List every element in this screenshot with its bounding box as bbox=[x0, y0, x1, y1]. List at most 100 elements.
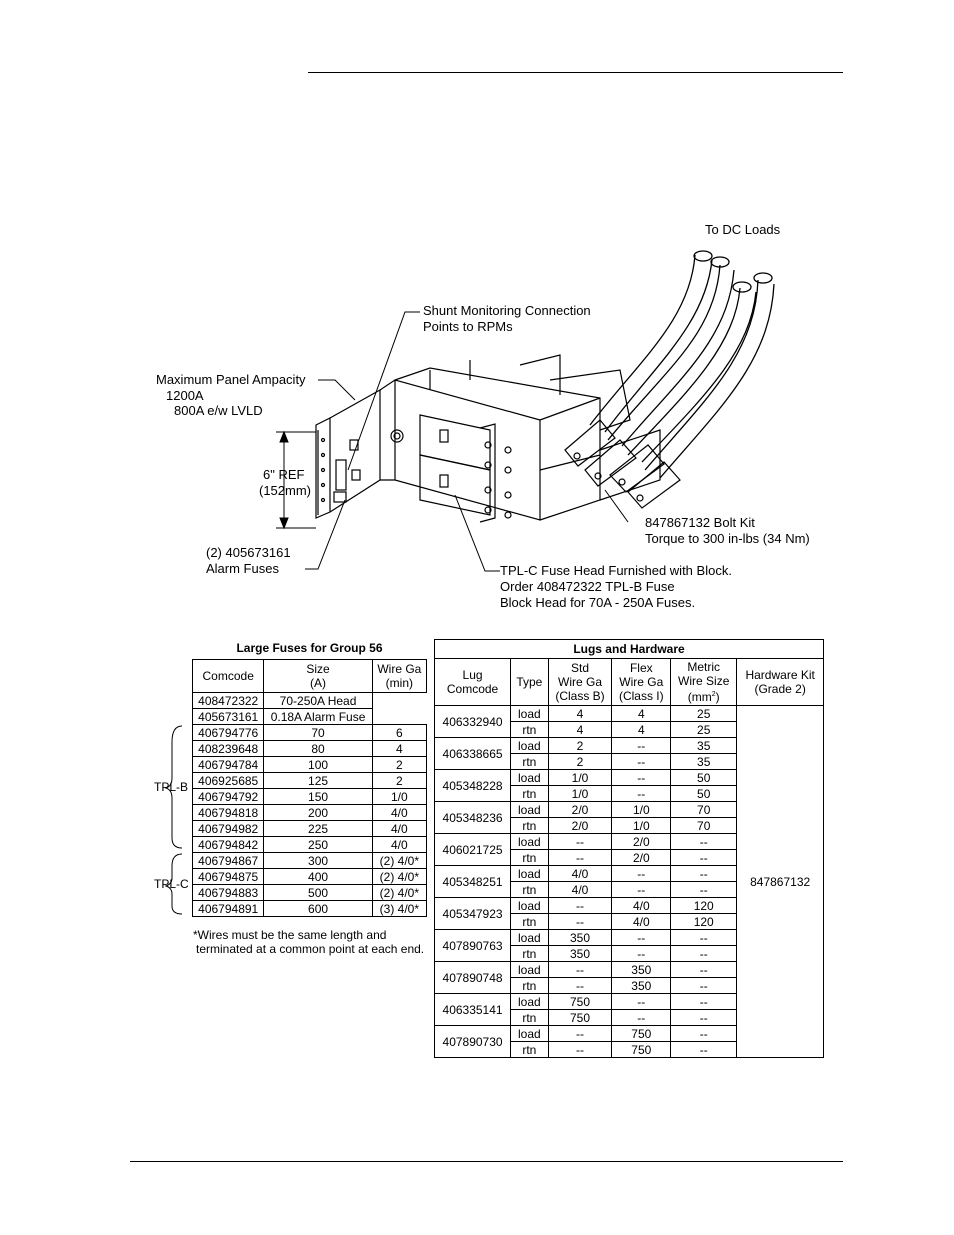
cell-comcode: 408472322 bbox=[191, 692, 265, 709]
cell-std-wire: 4 bbox=[547, 705, 613, 722]
cell-std-wire: 2 bbox=[547, 737, 613, 754]
cell-type: load bbox=[510, 769, 549, 786]
cell-std-wire: -- bbox=[547, 961, 613, 978]
shunt-label-2: Points to RPMs bbox=[423, 319, 513, 334]
tpl-b-label: TPL-B bbox=[154, 780, 189, 794]
cell-std-wire: 4 bbox=[547, 721, 613, 738]
cell-comcode: 406794842 bbox=[191, 836, 265, 853]
header-type: Type bbox=[510, 658, 549, 706]
lug-table-title: Lugs and Hardware bbox=[434, 639, 824, 659]
cell-wire-ga: 4 bbox=[371, 740, 428, 757]
max-ampacity-label-3: 800A e/w LVLD bbox=[174, 403, 263, 418]
cell-lug-comcode: 406335141 bbox=[433, 993, 512, 1026]
cell-size: 250 bbox=[263, 836, 373, 853]
cell-flex-wire: 750 bbox=[611, 1025, 672, 1042]
cell-flex-wire: -- bbox=[611, 929, 672, 946]
cell-hardware-kit: 847867132 bbox=[736, 705, 824, 1058]
cell-wire-ga: 4/0 bbox=[371, 836, 428, 853]
cell-flex-wire: -- bbox=[611, 945, 672, 962]
front-panel bbox=[315, 388, 381, 519]
footer-rule bbox=[130, 1161, 843, 1162]
cell-std-wire: 350 bbox=[547, 929, 613, 946]
cell-lug-comcode: 406332940 bbox=[433, 705, 512, 738]
cell-comcode: 408239648 bbox=[191, 740, 265, 757]
cell-metric-wire: -- bbox=[670, 1025, 738, 1042]
table-row: 408472322 70-250A Head bbox=[191, 692, 427, 709]
cell-metric-wire: 70 bbox=[670, 801, 738, 818]
fuse-table-title: Large Fuses for Group 56 bbox=[236, 641, 383, 655]
cell-metric-wire: -- bbox=[670, 865, 738, 882]
table-row: rtn--2/0-- bbox=[435, 849, 824, 866]
cell-lug-comcode: 405348251 bbox=[433, 865, 512, 898]
cell-type: rtn bbox=[510, 945, 549, 962]
cell-metric-wire: 50 bbox=[670, 769, 738, 786]
header-rule bbox=[308, 72, 843, 73]
cell-flex-wire: -- bbox=[611, 1009, 672, 1026]
cell-wire-ga: 4/0 bbox=[371, 804, 428, 821]
wires-note-1: *Wires must be the same length and bbox=[193, 928, 387, 942]
cell-metric-wire: -- bbox=[670, 993, 738, 1010]
ref-label-1: 6" REF bbox=[263, 467, 305, 482]
cell-flex-wire: 2/0 bbox=[611, 833, 672, 850]
cell-comcode: 406794784 bbox=[191, 756, 265, 773]
cell-comcode: 406794818 bbox=[191, 804, 265, 821]
cell-type: load bbox=[510, 801, 549, 818]
cell-wire-ga: 4/0 bbox=[371, 820, 428, 837]
cell-metric-wire: -- bbox=[670, 849, 738, 866]
fuse-block-body bbox=[379, 354, 661, 523]
cell-size: 70 bbox=[263, 724, 373, 741]
alarm-fuses-label-2: Alarm Fuses bbox=[206, 561, 279, 576]
shunt-leader bbox=[347, 311, 420, 471]
cell-lug-comcode: 406021725 bbox=[433, 833, 512, 866]
cell-size: 225 bbox=[263, 820, 373, 837]
cell-metric-wire: -- bbox=[670, 1009, 738, 1026]
cell-flex-wire: -- bbox=[611, 993, 672, 1010]
cell-std-wire: -- bbox=[547, 833, 613, 850]
large-fuses-table: Comcode Size(A) Wire Ga(min) 408472322 7… bbox=[191, 659, 428, 917]
to-dc-loads-label: To DC Loads bbox=[705, 222, 781, 237]
cell-flex-wire: -- bbox=[611, 785, 672, 802]
cell-comcode: 406794875 bbox=[191, 868, 265, 885]
cell-flex-wire: 350 bbox=[611, 961, 672, 978]
bolt-kit-label-1: 847867132 Bolt Kit bbox=[645, 515, 755, 530]
cell-flex-wire: 1/0 bbox=[611, 817, 672, 834]
cell-wire-ga: 1/0 bbox=[371, 788, 428, 805]
table-title-row: Lugs and Hardware bbox=[434, 639, 824, 659]
header-comcode: Comcode bbox=[191, 659, 265, 693]
table-header-row: Comcode Size(A) Wire Ga(min) bbox=[191, 659, 428, 693]
cell-std-wire: 350 bbox=[547, 945, 613, 962]
cell-metric-wire: 35 bbox=[670, 753, 738, 770]
cell-type: rtn bbox=[510, 913, 549, 930]
cell-metric-wire: -- bbox=[670, 881, 738, 898]
cell-std-wire: 4/0 bbox=[547, 881, 613, 898]
cell-type: load bbox=[510, 929, 549, 946]
cell-flex-wire: -- bbox=[611, 753, 672, 770]
cell-flex-wire: 750 bbox=[611, 1041, 672, 1058]
max-ampacity-leader bbox=[318, 379, 356, 401]
cell-std-wire: 4/0 bbox=[547, 865, 613, 882]
cell-std-wire: -- bbox=[547, 849, 613, 866]
cell-type: rtn bbox=[510, 977, 549, 994]
cell-comcode: 406794776 bbox=[191, 724, 265, 741]
cell-size: 500 bbox=[263, 884, 373, 901]
cell-type: rtn bbox=[510, 817, 549, 834]
cell-type: load bbox=[510, 737, 549, 754]
cell-type: load bbox=[510, 1025, 549, 1042]
cell-std-wire: 2/0 bbox=[547, 801, 613, 818]
max-ampacity-label-1: Maximum Panel Ampacity bbox=[156, 372, 306, 387]
cell-metric-wire: 25 bbox=[670, 721, 738, 738]
